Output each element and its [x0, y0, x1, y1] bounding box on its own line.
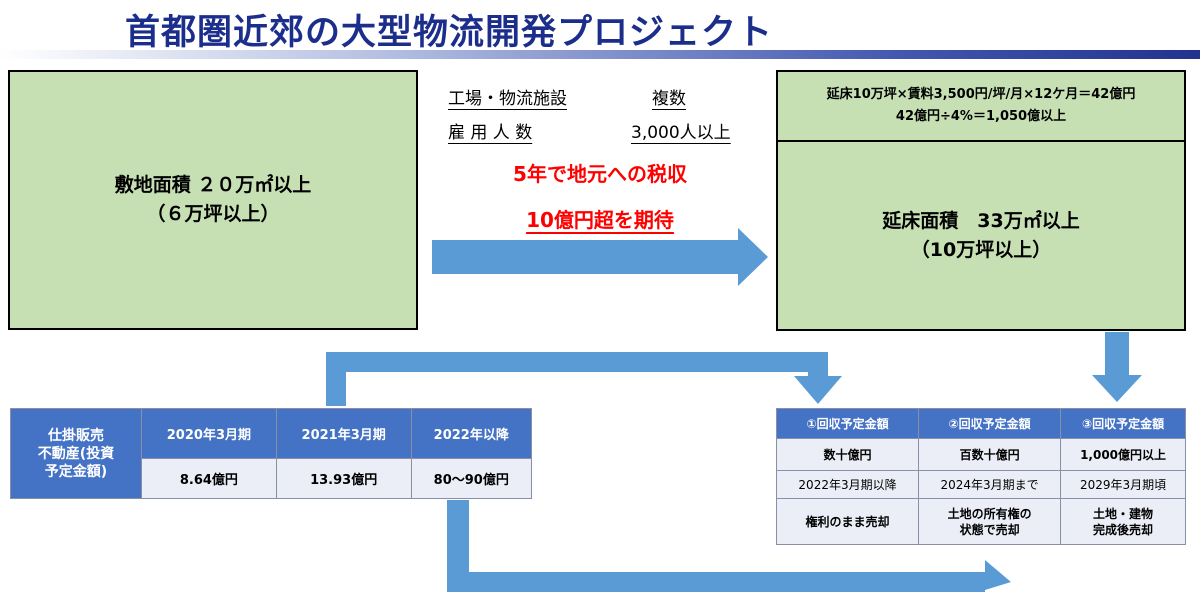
column-header: 2021年3月期: [275, 408, 412, 459]
recovery-amount: 数十億円: [775, 438, 920, 471]
page-title: 首都圏近郊の大型物流開発プロジェクト: [125, 13, 774, 53]
inventory-value: 13.93億円: [275, 458, 412, 499]
floor-area-line1: 延床面積 33万㎡以上: [882, 209, 1080, 232]
recovery-method-line: 土地の所有権の: [947, 506, 1032, 521]
recovery-method-line: 権利のまま売却: [805, 515, 890, 529]
arrow-land-to-floor: [432, 228, 768, 286]
row-header-line: 仕掛販売: [48, 427, 104, 444]
inventory-value: 80〜90億円: [410, 458, 533, 499]
recovery-amount: 百数十億円: [918, 438, 1062, 471]
recovery-method: 土地・建物 完成後売却: [1060, 498, 1186, 545]
recovery-method-line: 土地・建物: [1093, 506, 1154, 521]
land-area-line1: 敷地面積 ２０万㎡以上: [114, 174, 312, 196]
recovery-period: 2024年3月期まで: [918, 470, 1062, 499]
arrow-left-to-recovery1: [326, 352, 842, 406]
recovery-method-line: 完成後売却: [1093, 522, 1154, 537]
recovery-header: ③回収予定金額: [1060, 408, 1186, 439]
recovery-method: 土地の所有権の 状態で売却: [918, 498, 1062, 545]
calc-line2: 42億円÷4%＝1,050億以上: [895, 109, 1067, 124]
recovery-period: 2022年3月期以降: [775, 470, 920, 499]
land-area-line2: （６万坪以上）: [146, 203, 280, 225]
inventory-value: 8.64億円: [141, 458, 277, 499]
row-header-line: 不動産(投資: [37, 445, 115, 462]
employment-label: 雇 用 人 数: [448, 123, 533, 143]
recovery-method: 権利のまま売却: [775, 498, 920, 545]
title-underline-bar: [0, 50, 1200, 59]
recovery-header: ①回収予定金額: [775, 408, 920, 439]
facility-value: 複数: [652, 89, 686, 109]
tax-line2: 10億円超を期待: [526, 208, 674, 232]
calc-line1: 延床10万坪×賃料3,500円/坪/月×12ケ月＝42億円: [826, 87, 1136, 102]
land-area-box: 敷地面積 ２０万㎡以上 （６万坪以上）: [8, 70, 418, 330]
recovery-table: ①回収予定金額 ②回収予定金額 ③回収予定金額 数十億円 百数十億円 1,000…: [775, 408, 1186, 545]
floor-area-line2: （10万坪以上）: [910, 238, 1052, 261]
facility-label: 工場・物流施設: [448, 89, 567, 109]
inventory-table: 仕掛販売 不動産(投資 予定金額) 2020年3月期 2021年3月期 2022…: [10, 408, 533, 499]
recovery-amount: 1,000億円以上: [1060, 438, 1186, 471]
column-header: 2022年以降: [410, 408, 533, 459]
arrow-left-to-recovery2: [447, 500, 1011, 592]
tax-line1: 5年で地元への税収: [513, 162, 687, 186]
column-header: 2020年3月期: [141, 408, 277, 459]
floor-area-box: 延床面積 33万㎡以上 （10万坪以上）: [776, 140, 1186, 331]
calc-box: 延床10万坪×賃料3,500円/坪/月×12ケ月＝42億円 42億円÷4%＝1,…: [776, 70, 1186, 142]
recovery-method-line: 状態で売却: [959, 522, 1020, 537]
inventory-row-header: 仕掛販売 不動産(投資 予定金額): [10, 408, 142, 499]
recovery-header: ②回収予定金額: [918, 408, 1062, 439]
arrow-floor-to-recovery3: [1092, 332, 1142, 402]
recovery-period: 2029年3月期頃: [1060, 470, 1186, 499]
row-header-line: 予定金額): [44, 463, 108, 480]
employment-value: 3,000人以上: [631, 123, 731, 143]
